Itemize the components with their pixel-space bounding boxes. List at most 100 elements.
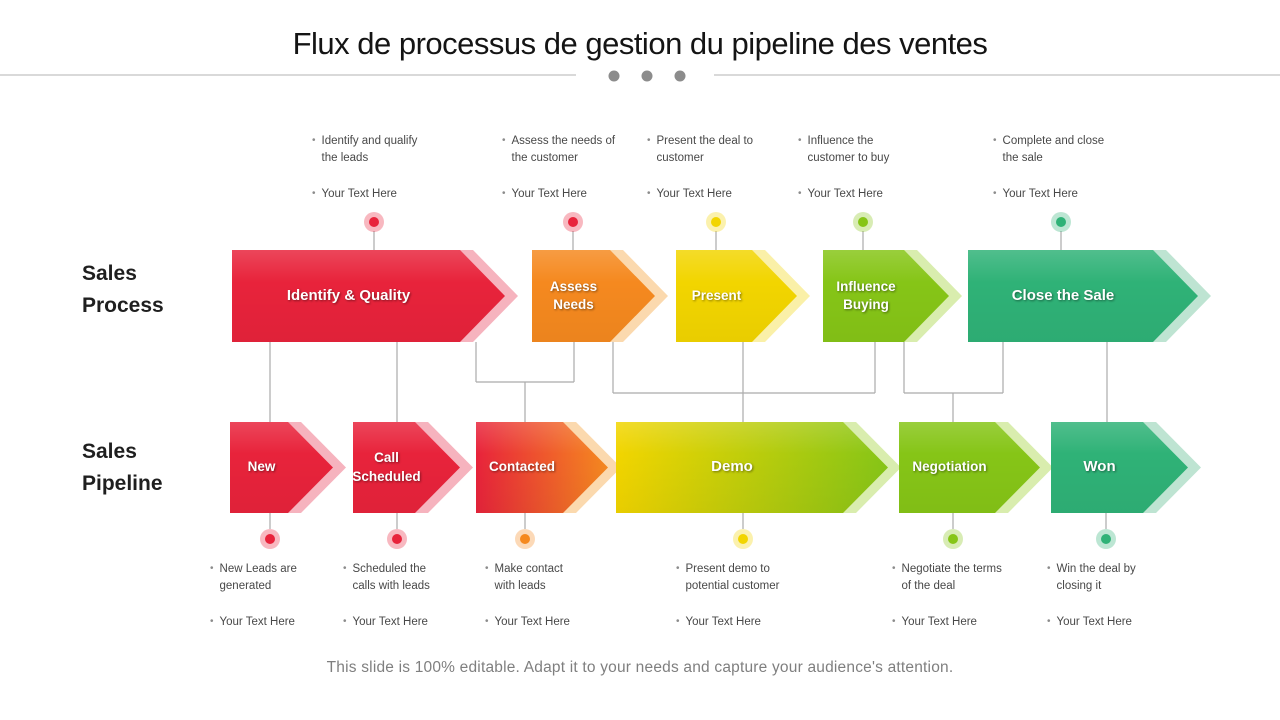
- note-text: Assess the needs of the customer: [511, 135, 616, 164]
- process-marker-dot-1: [364, 212, 384, 232]
- bullet-icon: •: [798, 188, 802, 200]
- placeholder-text: Your Text Here: [1056, 616, 1132, 629]
- arrow-shape: Demo: [616, 422, 888, 513]
- pipeline-note-6: • Win the deal by closing it • Your Text H…: [1047, 561, 1217, 631]
- bullet-icon: •: [798, 135, 802, 146]
- stage-label: Demo: [711, 458, 753, 476]
- bullet-icon: •: [343, 616, 347, 628]
- process-arrow-identify-quality[interactable]: Identify & Quality: [232, 250, 518, 342]
- arrow-shape: Influence Buying: [823, 250, 949, 342]
- arrow-shape: New: [230, 422, 333, 513]
- bullet-icon: •: [312, 135, 316, 146]
- placeholder-text: Your Text Here: [807, 188, 883, 201]
- process-arrow-close-the-sale[interactable]: Close the Sale: [968, 250, 1211, 342]
- pipeline-note-3: • Make contact with leads • Your Text Here: [485, 561, 655, 631]
- title-rule-right: [714, 74, 1280, 76]
- placeholder-text: Your Text Here: [352, 616, 428, 629]
- slide-title: Flux de processus de gestion du pipeline…: [292, 26, 988, 61]
- arrow-shape: Present: [676, 250, 797, 342]
- process-arrow-present[interactable]: Present: [676, 250, 810, 342]
- pipeline-note-2: • Scheduled the calls with leads • Your Te…: [343, 561, 513, 631]
- bullet-icon: •: [676, 616, 680, 628]
- note-text: Influence the customer to buy: [807, 135, 890, 164]
- note-text: Negotiate the terms of the deal: [901, 563, 1002, 592]
- arrow-shape: Won: [1051, 422, 1188, 513]
- note-text: Win the deal by closing it: [1056, 563, 1136, 592]
- process-marker-dot-3: [706, 212, 726, 232]
- pipeline-arrow-demo[interactable]: Demo: [616, 422, 901, 513]
- arrow-shape: Identify & Quality: [232, 250, 505, 342]
- arrow-shape: Close the Sale: [968, 250, 1198, 342]
- placeholder-text: Your Text Here: [901, 616, 977, 629]
- stage-label: Assess Needs: [549, 278, 598, 312]
- placeholder-text: Your Text Here: [219, 616, 295, 629]
- note-text: New Leads are generated: [219, 563, 297, 592]
- stage-label: Won: [1083, 458, 1116, 476]
- pipeline-note-4: •Present demo to potential customer •You…: [676, 561, 846, 631]
- title-rule-left: [0, 74, 576, 76]
- pipeline-arrow-new[interactable]: New: [230, 422, 346, 513]
- bullet-icon: •: [892, 616, 896, 628]
- bullet-icon: •: [312, 188, 316, 200]
- placeholder-text: Your Text Here: [1002, 188, 1078, 201]
- pipeline-note-1: • New Leads are generated • Your Text Here: [210, 561, 380, 631]
- arrow-shape: Assess Needs: [532, 250, 655, 342]
- process-note-4: • Influence the customer to buy • Your Tex…: [798, 133, 968, 203]
- note-text: Present the deal to customer: [656, 135, 754, 164]
- bullet-icon: •: [1047, 563, 1051, 574]
- title-separator-dot: [674, 70, 686, 82]
- bullet-icon: •: [210, 616, 214, 628]
- bullet-icon: •: [210, 563, 214, 574]
- note-text: Make contact with leads: [494, 563, 563, 592]
- note-text: Complete and close the sale: [1002, 135, 1105, 164]
- process-arrow-influence-buying[interactable]: Influence Buying: [823, 250, 962, 342]
- title-separator-dot: [608, 70, 620, 82]
- pipeline-marker-dot-6: [1096, 529, 1116, 549]
- placeholder-text: Your Text Here: [494, 616, 570, 629]
- bullet-icon: •: [647, 188, 651, 200]
- process-note-2: •Assess the needs of the customer •Your …: [502, 133, 672, 203]
- bullet-icon: •: [485, 616, 489, 628]
- bullet-icon: •: [502, 188, 506, 200]
- stage-label: Present: [691, 287, 742, 303]
- bullet-icon: •: [485, 563, 489, 574]
- placeholder-text: Your Text Here: [685, 616, 761, 629]
- pipeline-arrow-negotiation[interactable]: Negotiation: [899, 422, 1053, 513]
- stage-label: Identify & Quality: [286, 286, 411, 304]
- stage-label: Call Scheduled: [352, 450, 421, 484]
- bullet-icon: •: [502, 135, 506, 146]
- process-marker-dot-5: [1051, 212, 1071, 232]
- pipeline-marker-dot-4: [733, 529, 753, 549]
- process-marker-dot-2: [563, 212, 583, 232]
- title-separator-dot: [641, 70, 653, 82]
- stage-label: Negotiation: [912, 459, 987, 475]
- pipeline-marker-dot-3: [515, 529, 535, 549]
- note-text: Scheduled the calls with leads: [352, 563, 430, 592]
- bullet-icon: •: [1047, 616, 1051, 628]
- bullet-icon: •: [993, 188, 997, 200]
- process-note-5: • Complete and close the sale • Your Text …: [993, 133, 1163, 203]
- note-text: Identify and qualify the leads: [321, 135, 418, 164]
- stage-label: Contacted: [488, 459, 555, 475]
- pipeline-marker-dot-5: [943, 529, 963, 549]
- stage-label: New: [247, 459, 276, 475]
- placeholder-text: Your Text Here: [321, 188, 397, 201]
- placeholder-text: Your Text Here: [656, 188, 732, 201]
- bullet-icon: •: [676, 563, 680, 574]
- bullet-icon: •: [647, 135, 651, 146]
- stage-label: Influence Buying: [836, 278, 896, 312]
- process-arrow-assess-needs[interactable]: Assess Needs: [532, 250, 668, 342]
- process-marker-dot-4: [853, 212, 873, 232]
- pipeline-arrow-won[interactable]: Won: [1051, 422, 1201, 513]
- row-label-sales-process: Sales Process: [82, 262, 164, 317]
- bullet-icon: •: [343, 563, 347, 574]
- pipeline-arrow-call-scheduled[interactable]: Call Scheduled: [353, 422, 473, 513]
- pipeline-marker-dot-1: [260, 529, 280, 549]
- process-note-1: • Identify and qualify the leads • Your Te…: [312, 133, 482, 203]
- arrow-shape: Negotiation: [899, 422, 1040, 513]
- arrow-shape: Contacted: [476, 422, 608, 513]
- bullet-icon: •: [993, 135, 997, 146]
- pipeline-arrow-contacted[interactable]: Contacted: [476, 422, 621, 513]
- row-label-sales-pipeline: Sales Pipeline: [82, 440, 163, 495]
